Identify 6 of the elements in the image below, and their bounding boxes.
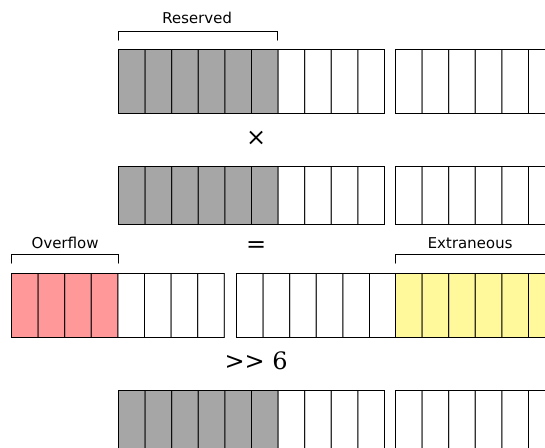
register-label: Reserved: [162, 9, 232, 27]
register-label: Extraneous: [428, 234, 512, 252]
math-operator: ×: [246, 124, 266, 150]
math-operator: =: [246, 231, 266, 257]
math-operator: >> 6: [224, 348, 288, 374]
register-label: Overflow: [32, 234, 98, 252]
